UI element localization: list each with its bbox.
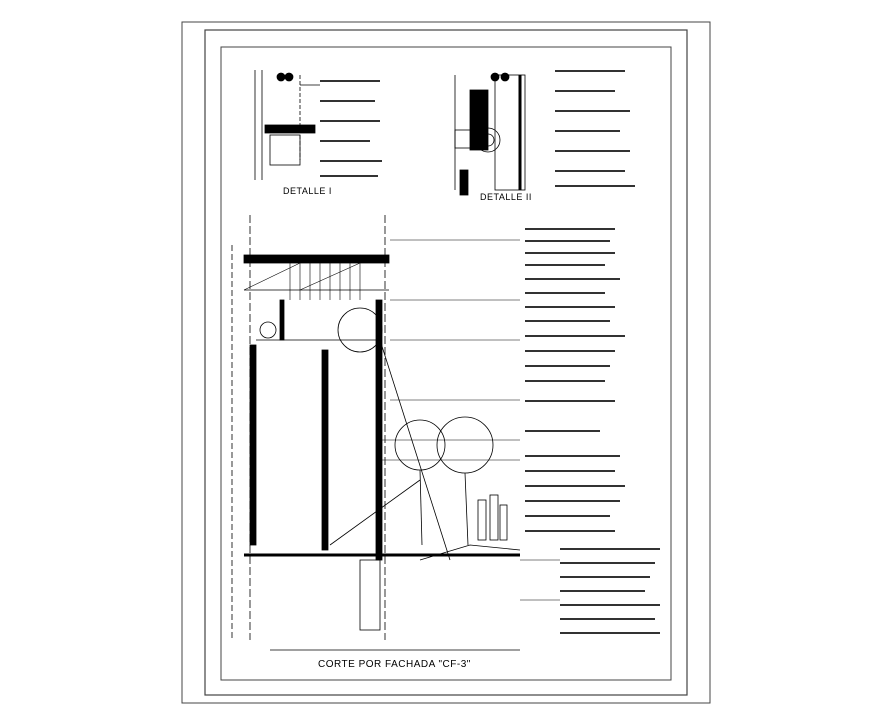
tree-illustration: [394, 416, 494, 546]
people-illustration: [477, 494, 508, 541]
section-drawing: [231, 215, 521, 651]
section-title: CORTE POR FACHADA "CF-3": [318, 659, 471, 670]
annotation-leaders: [380, 239, 560, 601]
detail-2-drawing: [454, 72, 526, 196]
detail-2-title: DETALLE II: [480, 192, 532, 202]
detail-1-title: DETALLE I: [283, 186, 332, 196]
sheet-frame: [181, 21, 711, 704]
annotation-notes: [320, 70, 660, 634]
detail-1-drawing: [254, 70, 320, 180]
